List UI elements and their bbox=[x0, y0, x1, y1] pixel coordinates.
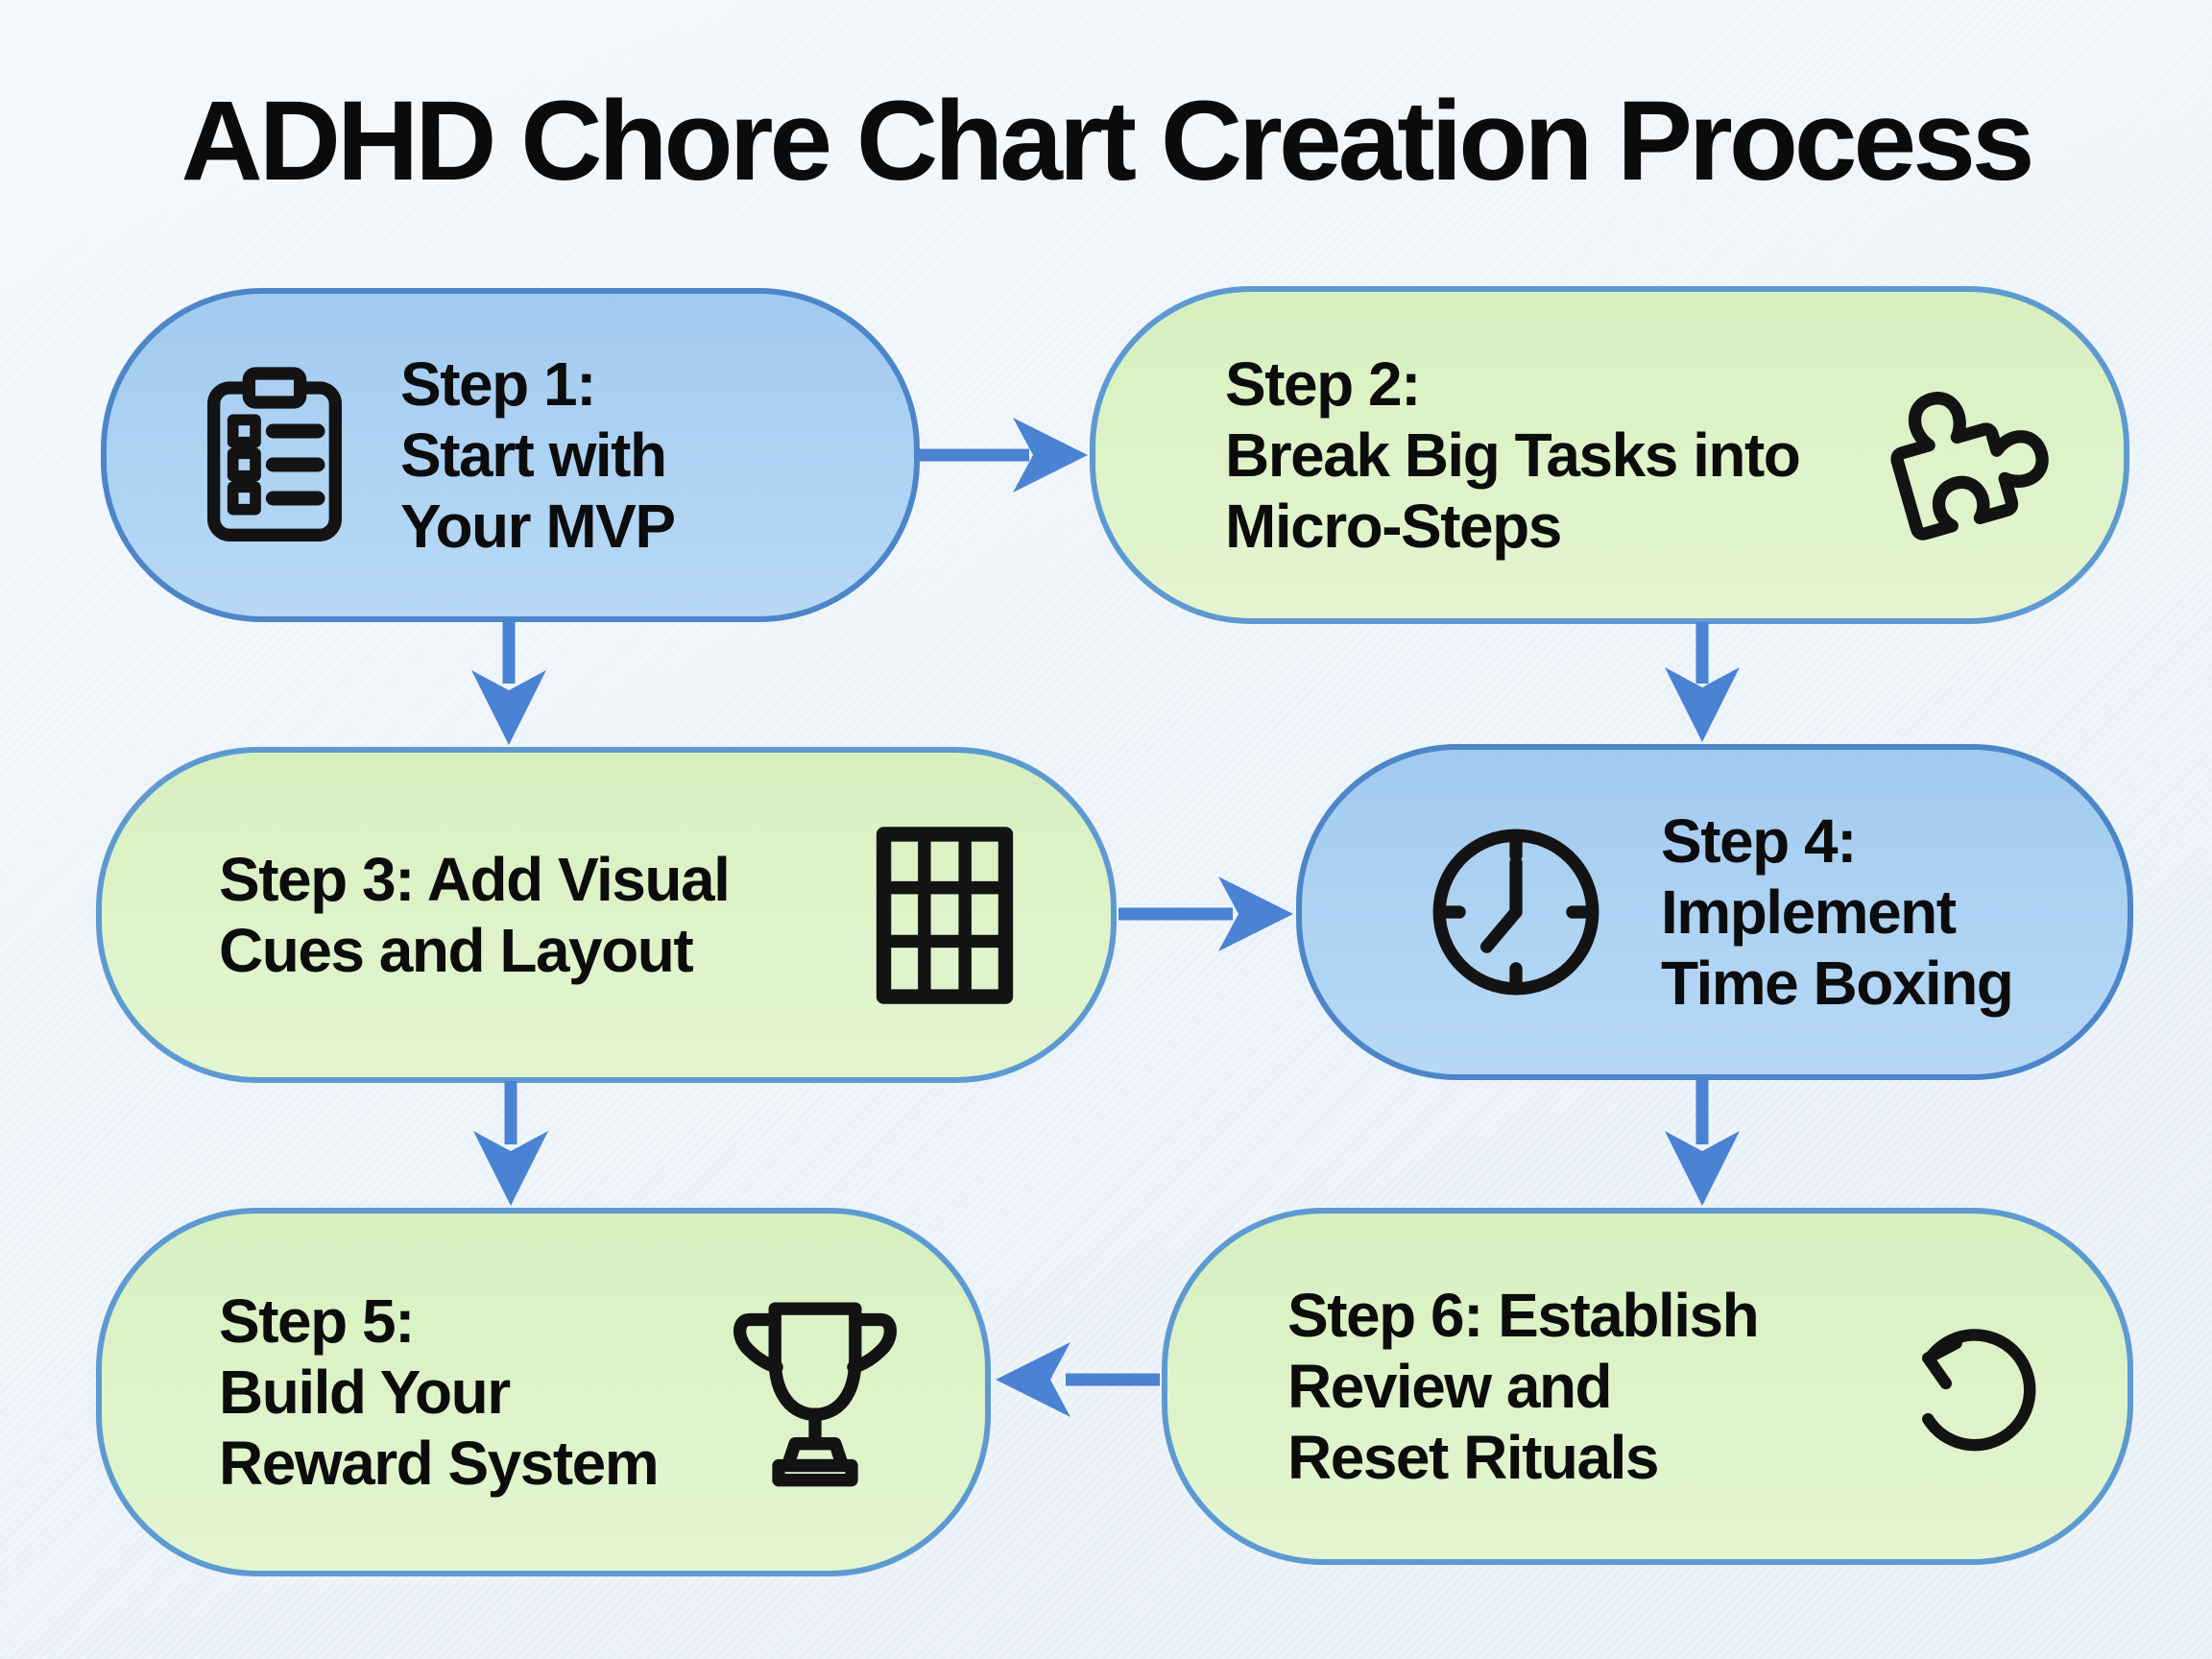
step-2-label: Step 2: Break Big Tasks into Micro-Steps bbox=[1225, 349, 1801, 563]
arrow-step1-to-step2 bbox=[918, 418, 1088, 493]
step-1-line: Step 1: bbox=[400, 349, 596, 419]
step-6-line: Review and bbox=[1287, 1351, 1613, 1421]
step-4-line: Implement bbox=[1661, 877, 1957, 947]
arrow-step1-to-step3 bbox=[471, 620, 546, 745]
arrow-step6-to-step5 bbox=[996, 1342, 1160, 1417]
step-4-node: Step 4: Implement Time Boxing bbox=[1296, 744, 2133, 1080]
step-6-line: Step 6: Establish bbox=[1287, 1280, 1760, 1350]
arrow-step2-to-step4 bbox=[1665, 622, 1740, 742]
step-6-label: Step 6: Establish Review and Reset Ritua… bbox=[1287, 1280, 1760, 1494]
grid-icon bbox=[873, 822, 1017, 1009]
page-title: ADHD Chore Chart Creation Process bbox=[180, 78, 2035, 204]
step-6-line: Reset Rituals bbox=[1287, 1423, 1659, 1493]
step-4-line: Time Boxing bbox=[1661, 949, 2014, 1019]
step-2-node: Step 2: Break Big Tasks into Micro-Steps bbox=[1090, 286, 2129, 624]
arrow-step4-to-step6 bbox=[1665, 1078, 1740, 1206]
step-2-line: Break Big Tasks into bbox=[1225, 420, 1801, 490]
step-1-node: Step 1: Start with Your MVP bbox=[101, 288, 920, 622]
step-2-line: Step 2: bbox=[1225, 349, 1421, 419]
step-1-label: Step 1: Start with Your MVP bbox=[400, 349, 676, 563]
step-2-line: Micro-Steps bbox=[1225, 492, 1562, 562]
clock-icon bbox=[1425, 821, 1607, 1003]
trophy-icon bbox=[724, 1290, 906, 1495]
arrow-step3-to-step4 bbox=[1118, 877, 1293, 951]
step-5-node: Step 5: Build Your Reward System bbox=[96, 1208, 991, 1576]
step-5-line: Step 5: bbox=[219, 1286, 415, 1356]
arrow-step3-to-step5 bbox=[473, 1081, 548, 1206]
step-3-label: Step 3: Add Visual Cues and Layout bbox=[219, 844, 731, 986]
step-4-label: Step 4: Implement Time Boxing bbox=[1661, 805, 2014, 1020]
step-5-label: Step 5: Build Your Reward System bbox=[219, 1286, 660, 1500]
step-3-line: Cues and Layout bbox=[219, 916, 694, 985]
step-6-node: Step 6: Establish Review and Reset Ritua… bbox=[1162, 1208, 2133, 1565]
step-1-line: Start with bbox=[400, 420, 667, 490]
step-3-node: Step 3: Add Visual Cues and Layout bbox=[96, 747, 1117, 1083]
step-4-line: Step 4: bbox=[1661, 805, 1857, 876]
refresh-icon bbox=[1892, 1310, 2041, 1463]
step-3-line: Step 3: Add Visual bbox=[219, 844, 731, 914]
step-5-line: Reward System bbox=[219, 1429, 660, 1499]
puzzle-icon bbox=[1866, 364, 2049, 546]
step-1-line: Your MVP bbox=[400, 492, 676, 562]
step-5-line: Build Your bbox=[219, 1357, 511, 1427]
clipboard-icon bbox=[203, 364, 347, 546]
